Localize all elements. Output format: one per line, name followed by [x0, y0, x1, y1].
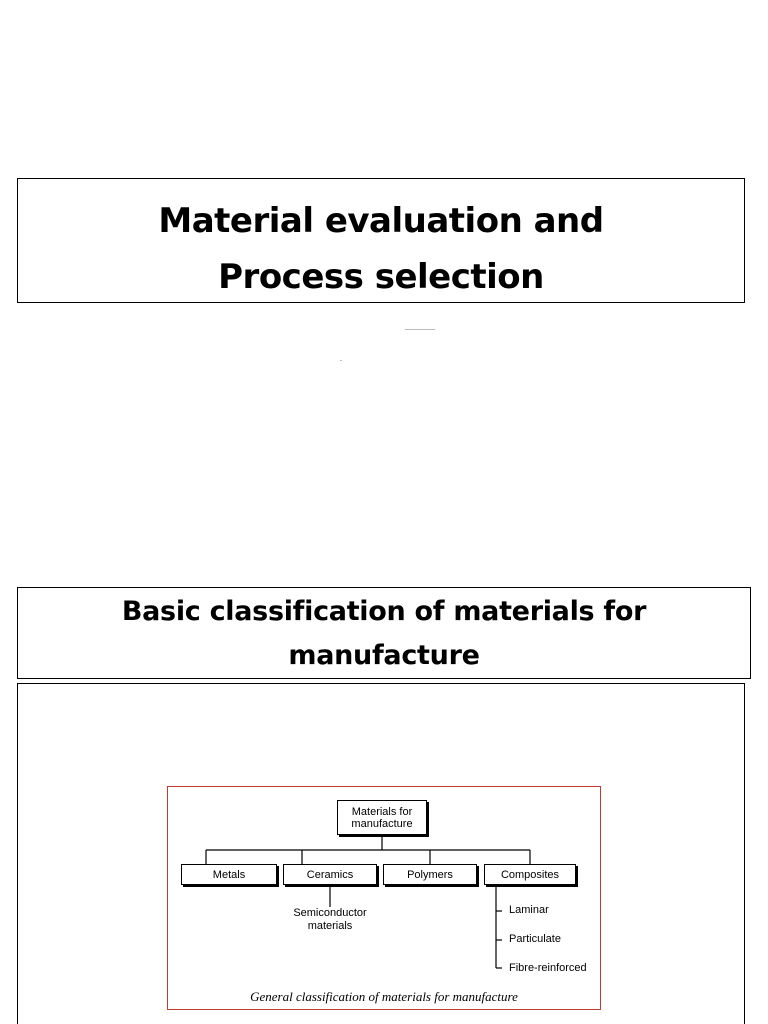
leaf-fibre-reinforced: Fibre-reinforced — [509, 962, 587, 974]
node-metals: Metals — [181, 864, 277, 885]
slide-title-box-2: Basic classification of materials for ma… — [17, 587, 751, 679]
slide-title-1-line-1: Material evaluation and — [158, 201, 604, 241]
leaf-semiconductor-materials: Semiconductor materials — [280, 907, 380, 933]
classification-figure: Materials for manufacture Metals Ceramic… — [167, 786, 601, 1010]
leaf-particulate: Particulate — [509, 933, 561, 945]
leaf-laminar: Laminar — [509, 904, 549, 916]
leaf-semiconductor-line-2: materials — [307, 920, 353, 932]
scan-speck — [340, 360, 342, 361]
node-root-line-1: Materials for — [351, 805, 413, 818]
node-composites: Composites — [484, 864, 576, 885]
slide-title-2-line-2: manufacture — [288, 640, 480, 671]
figure-caption: General classification of materials for … — [250, 989, 518, 1004]
tree-connectors — [205, 835, 531, 969]
node-ceramics: Ceramics — [283, 864, 377, 885]
slide-title-box-1: Material evaluation and Process selectio… — [17, 178, 745, 303]
slide-title-2: Basic classification of materials for ma… — [18, 590, 750, 678]
node-polymers: Polymers — [383, 864, 477, 885]
leaf-semiconductor-line-1: Semiconductor — [293, 907, 367, 919]
slide-title-1-line-2: Process selection — [218, 257, 544, 297]
node-materials-for-manufacture: Materials for manufacture — [337, 800, 427, 835]
slide-title-1: Material evaluation and Process selectio… — [18, 193, 744, 305]
node-root-line-2: manufacture — [351, 817, 413, 830]
scan-speck — [405, 329, 435, 330]
slide-title-2-line-1: Basic classification of materials for — [121, 596, 647, 627]
